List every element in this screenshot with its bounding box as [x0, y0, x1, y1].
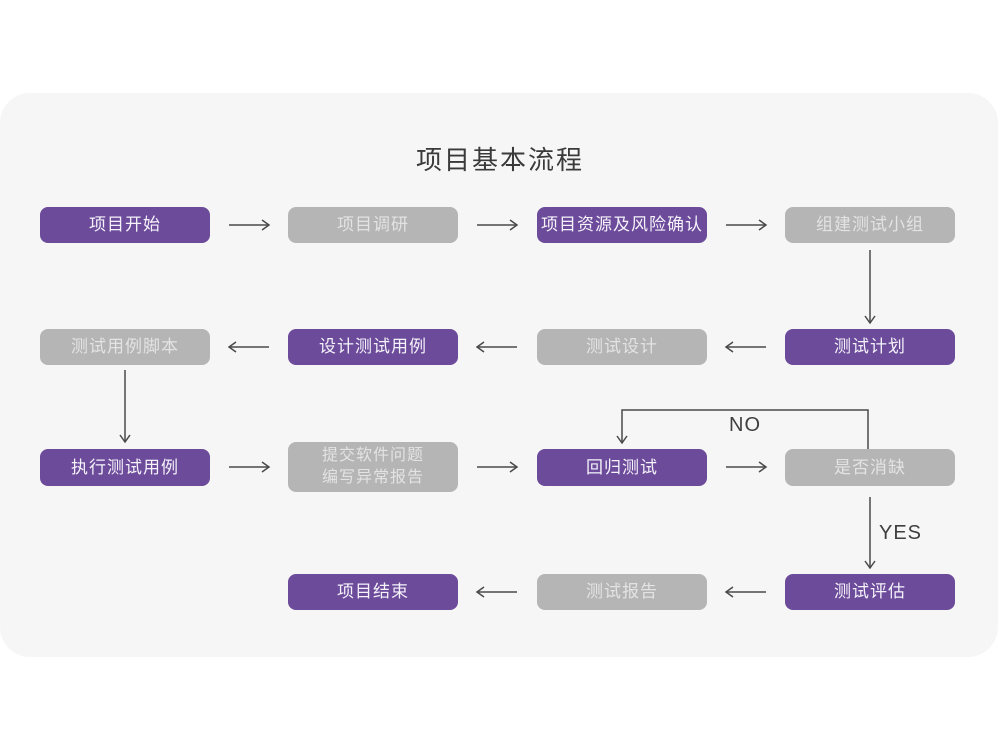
node-submit-issue: 提交软件问题 编写异常报告: [288, 442, 458, 492]
edge-label-no: NO: [729, 414, 761, 436]
node-regression-test-label: 回归测试: [586, 457, 658, 477]
node-regression-test: 回归测试: [537, 449, 707, 486]
node-test-design-label: 测试设计: [586, 337, 658, 356]
node-case-script-label: 测试用例脚本: [71, 337, 179, 356]
node-case-script: 测试用例脚本: [40, 329, 210, 365]
node-project-research: 项目调研: [288, 207, 458, 243]
node-build-team: 组建测试小组: [785, 207, 955, 243]
node-test-report: 测试报告: [537, 574, 707, 610]
node-project-research-label: 项目调研: [337, 215, 409, 234]
node-test-report-label: 测试报告: [586, 582, 658, 601]
node-test-design: 测试设计: [537, 329, 707, 365]
node-design-cases-label: 设计测试用例: [319, 337, 427, 356]
node-project-start-label: 项目开始: [89, 215, 161, 234]
node-execute-cases-label: 执行测试用例: [71, 457, 179, 477]
node-resource-risk: 项目资源及风险确认: [537, 207, 707, 243]
node-test-plan: 测试计划: [785, 329, 955, 365]
node-design-cases: 设计测试用例: [288, 329, 458, 365]
node-test-plan-label: 测试计划: [834, 337, 906, 356]
node-execute-cases: 执行测试用例: [40, 449, 210, 486]
edge-label-yes: YES: [879, 522, 923, 544]
node-submit-issue-label-line2: 编写异常报告: [321, 469, 424, 486]
flowchart-card: [0, 93, 998, 657]
page-title: 项目基本流程: [415, 145, 584, 175]
node-test-evaluate-label: 测试评估: [834, 582, 906, 601]
node-defect-cleared-label: 是否消缺: [834, 457, 906, 477]
node-project-end-label: 项目结束: [337, 582, 409, 601]
node-test-evaluate: 测试评估: [785, 574, 955, 610]
node-project-end: 项目结束: [288, 574, 458, 610]
node-defect-cleared: 是否消缺: [785, 449, 955, 486]
node-build-team-label: 组建测试小组: [816, 215, 924, 234]
node-project-start: 项目开始: [40, 207, 210, 243]
node-resource-risk-label: 项目资源及风险确认: [541, 215, 703, 234]
node-submit-issue-label-line1: 提交软件问题: [321, 447, 424, 464]
